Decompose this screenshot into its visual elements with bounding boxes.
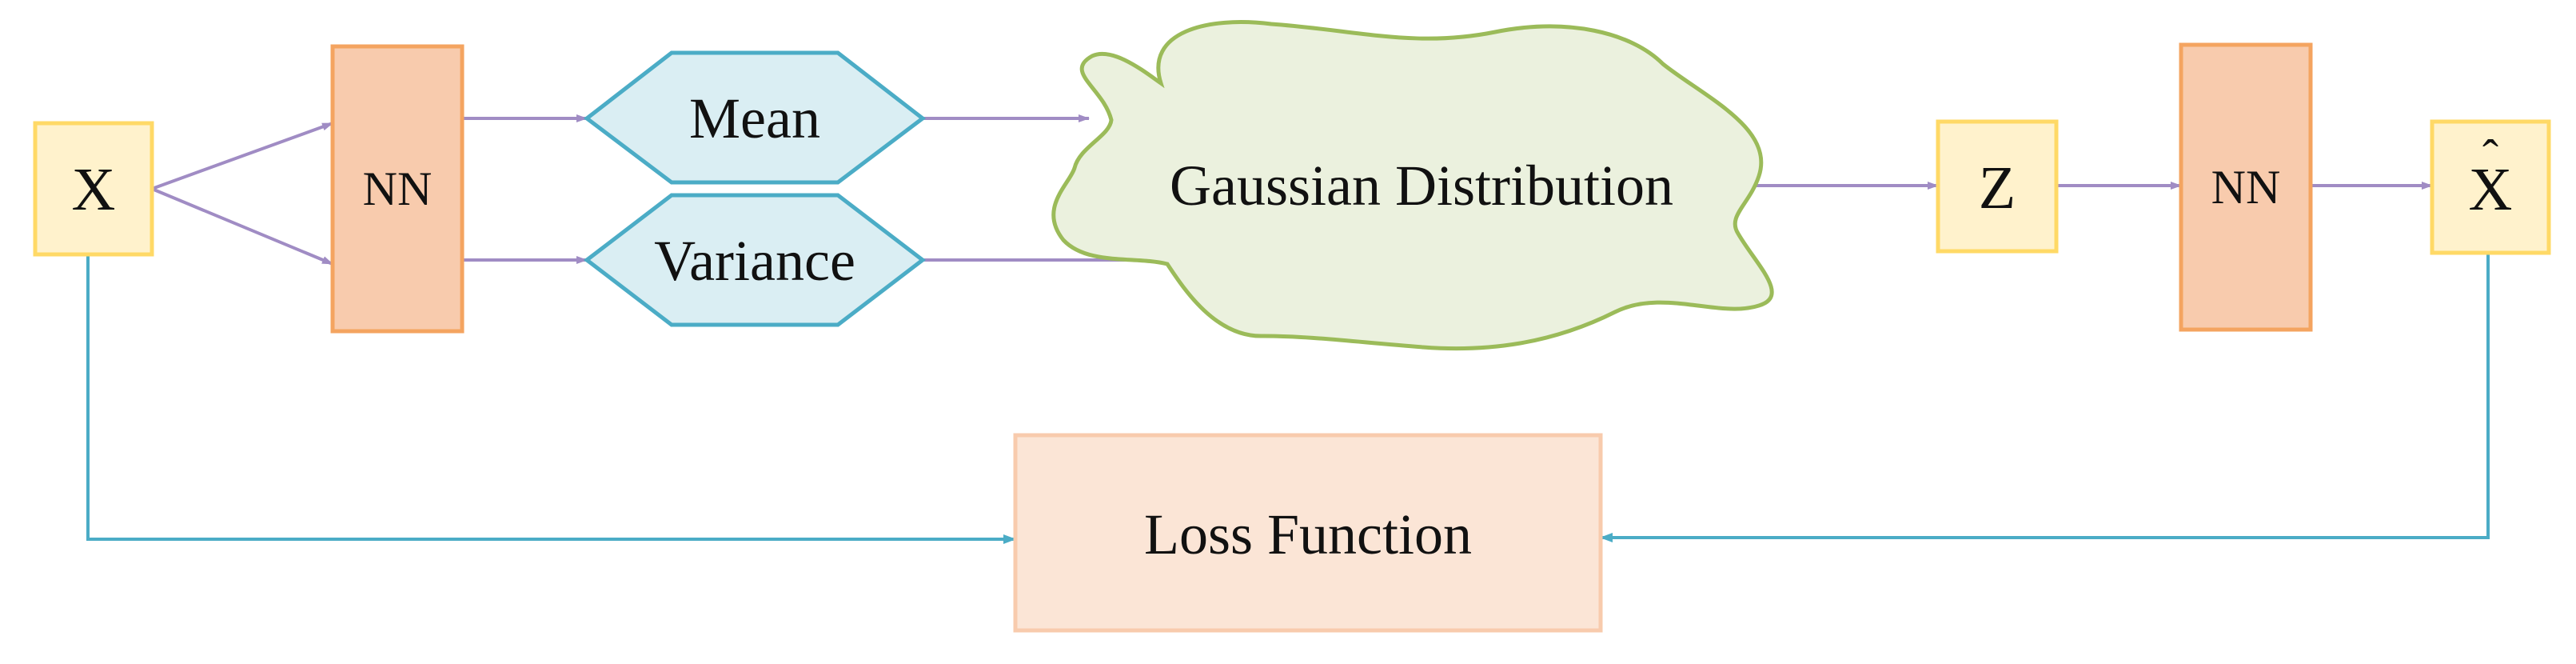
output-node: ˆ X (2430, 119, 2551, 255)
distribution-cloud (1051, 20, 1774, 351)
output-accent: ˆ (2482, 130, 2498, 183)
encoder-nn: NN (330, 44, 465, 334)
mean-label: Mean (689, 86, 820, 150)
distribution-node: Gaussian Distribution (1051, 20, 1774, 351)
variance-node: Variance (583, 193, 927, 327)
distribution-label: Gaussian Distribution (1170, 154, 1673, 218)
decoder-label: NN (2211, 161, 2281, 214)
decoder-nn: NN (2179, 42, 2313, 332)
edge-x-to-nn-upper (151, 122, 333, 190)
loss-label: Loss Function (1144, 502, 1472, 566)
input-label: X (72, 156, 116, 223)
edge-xhat-to-loss (1600, 254, 2490, 542)
edge-x-to-loss (86, 254, 1016, 544)
encoder-label: NN (363, 162, 433, 215)
loss-node: Loss Function (1013, 433, 1603, 633)
loss-edges (86, 254, 2490, 544)
flow-edges (151, 114, 2433, 266)
input-node: X (33, 121, 154, 257)
edge-x-to-nn-lower (151, 187, 333, 266)
output-label: X (2469, 156, 2513, 223)
latent-label: Z (1979, 154, 2016, 222)
variance-label: Variance (654, 229, 855, 293)
mean-node: Mean (583, 50, 927, 185)
latent-node: Z (1936, 119, 2059, 254)
